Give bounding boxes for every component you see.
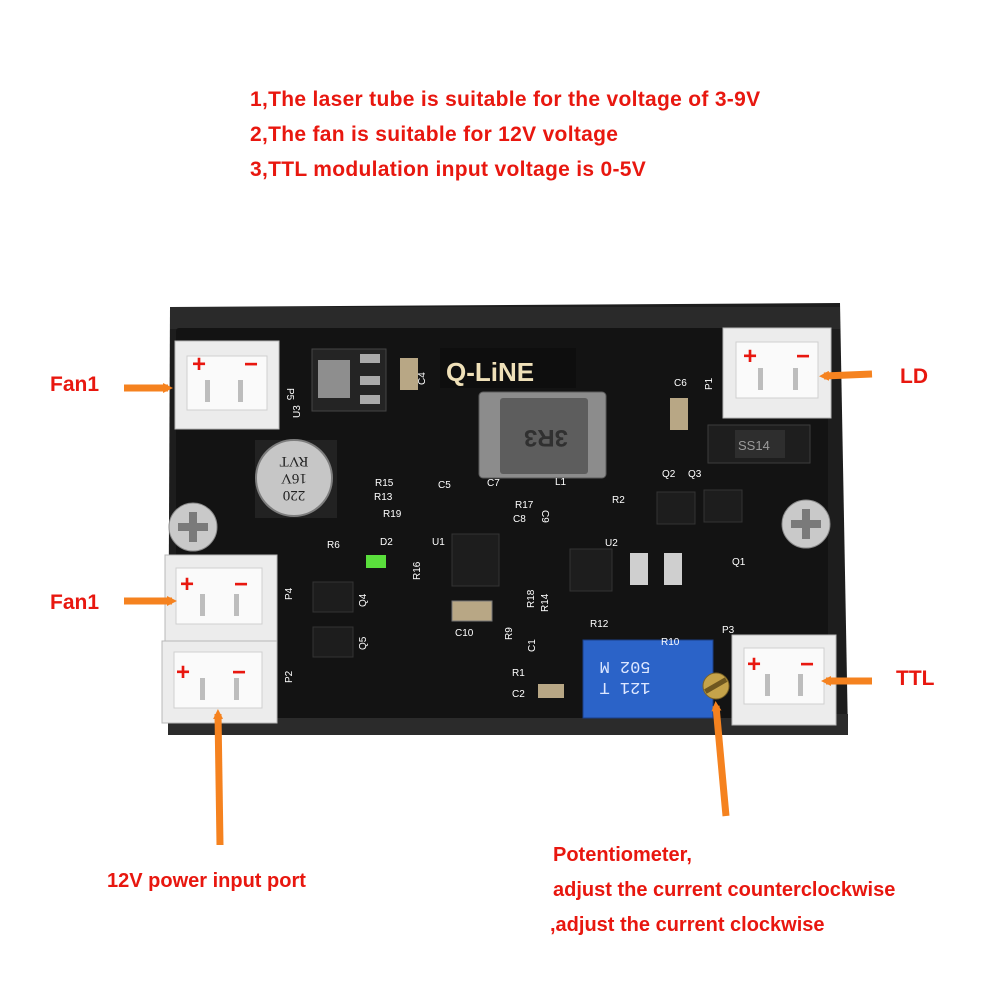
label-potentiometer-title: Potentiometer, xyxy=(553,844,692,866)
arrow-power xyxy=(213,709,224,846)
svg-text:−: − xyxy=(244,351,258,378)
svg-text:Q-LiNE: Q-LiNE xyxy=(446,357,534,387)
transistor-q3 xyxy=(703,489,743,523)
silkscreen-r2: R2 xyxy=(612,495,625,506)
label-ld: LD xyxy=(900,365,928,388)
silkscreen-r16: R16 xyxy=(412,561,423,580)
resistor-r10 xyxy=(630,553,648,585)
pcb xyxy=(176,328,828,718)
silkscreen-u2: U2 xyxy=(605,538,618,549)
silkscreen-r6: R6 xyxy=(327,540,340,551)
silkscreen-u1: U1 xyxy=(432,537,445,548)
label-fan1-mid: Fan1 xyxy=(50,591,100,614)
capacitor-c6 xyxy=(670,398,688,430)
silkscreen-q4: Q4 xyxy=(358,593,369,607)
label-ttl: TTL xyxy=(896,667,935,690)
capacitor-c4 xyxy=(400,358,418,390)
silkscreen-c9: C9 xyxy=(539,510,550,523)
silkscreen-c4: C4 xyxy=(417,372,428,385)
capacitor-c10 xyxy=(451,600,493,622)
svg-text:3R3: 3R3 xyxy=(524,424,568,451)
chip-u2 xyxy=(569,548,613,592)
silkscreen-r1: R1 xyxy=(512,668,525,679)
chip-u1 xyxy=(451,533,500,587)
silkscreen-r15: R15 xyxy=(375,478,394,489)
svg-text:220: 220 xyxy=(283,487,306,503)
silkscreen-q3: Q3 xyxy=(688,469,702,480)
silkscreen-r14: R14 xyxy=(540,593,551,612)
note-fan-voltage: 2,The fan is suitable for 12V voltage xyxy=(250,123,619,146)
svg-text:+: + xyxy=(743,343,757,370)
screw-right xyxy=(781,499,831,549)
silkscreen-c1: C1 xyxy=(527,639,538,652)
q-line-logo: Q-LiNE xyxy=(440,348,576,388)
svg-text:SS14: SS14 xyxy=(738,438,770,453)
note-ttl-voltage: 3,TTL modulation input voltage is 0-5V xyxy=(250,158,647,181)
note-laser-voltage: 1,The laser tube is suitable for the vol… xyxy=(250,88,761,111)
connector-p2-power: + − xyxy=(161,640,278,724)
connector-p4-fan1-mid: + − xyxy=(164,554,278,644)
silkscreen-p1: P1 xyxy=(704,377,715,390)
connector-p5-fan1-top: + − xyxy=(174,340,280,430)
silkscreen-r12: R12 xyxy=(590,619,609,630)
silkscreen-p5: P5 xyxy=(284,388,295,401)
silkscreen-u3: U3 xyxy=(292,405,303,418)
arrow-ld xyxy=(819,370,873,381)
silkscreen-p3: P3 xyxy=(722,625,735,636)
label-potentiometer-cw: ,adjust the current clockwise xyxy=(550,914,825,936)
silkscreen-r18: R18 xyxy=(526,589,537,608)
silkscreen-c7: C7 xyxy=(487,478,500,489)
resistor-r11 xyxy=(664,553,682,585)
silkscreen-r10: R10 xyxy=(661,637,680,648)
silkscreen-p2: P2 xyxy=(284,670,295,683)
silkscreen-p4: P4 xyxy=(284,587,295,600)
inductor-l1: 3R3 xyxy=(478,391,607,479)
silkscreen-r17: R17 xyxy=(515,500,534,511)
label-potentiometer-ccw: adjust the current counterclockwise xyxy=(553,879,896,901)
label-power-input: 12V power input port xyxy=(107,870,306,892)
svg-text:−: − xyxy=(232,659,246,686)
silkscreen-c5: C5 xyxy=(438,480,451,491)
silkscreen-r9: R9 xyxy=(504,627,515,640)
potentiometer: 121 T 502 M xyxy=(582,639,730,719)
silkscreen-q2: Q2 xyxy=(662,469,676,480)
label-fan1-top: Fan1 xyxy=(50,373,100,396)
svg-text:RVT: RVT xyxy=(280,453,309,469)
svg-text:+: + xyxy=(176,659,190,686)
svg-text:+: + xyxy=(192,351,206,378)
regulator-u3 xyxy=(311,348,387,412)
silkscreen-c10: C10 xyxy=(455,628,474,639)
transistor-q2 xyxy=(656,491,696,525)
svg-text:−: − xyxy=(800,651,814,678)
connector-p3-ttl: + − xyxy=(731,634,837,726)
diode-ss14: SS14 xyxy=(707,424,811,464)
connector-p1-ld: + − xyxy=(722,327,832,419)
svg-text:+: + xyxy=(747,651,761,678)
svg-text:+: + xyxy=(180,571,194,598)
silkscreen-q1: Q1 xyxy=(732,557,746,568)
silkscreen-r19: R19 xyxy=(383,509,402,520)
silkscreen-q5: Q5 xyxy=(358,636,369,650)
silkscreen-l1: L1 xyxy=(555,477,567,488)
screw-left xyxy=(168,502,218,552)
electrolytic-capacitor: 220 16V RVT xyxy=(255,439,337,518)
capacitor-c2 xyxy=(538,684,564,698)
svg-text:121 T: 121 T xyxy=(599,677,650,696)
transistor-q4 xyxy=(312,581,354,613)
silkscreen-d2: D2 xyxy=(380,537,393,548)
led-d2 xyxy=(366,555,386,568)
svg-text:−: − xyxy=(796,343,810,370)
transistor-q5 xyxy=(312,626,354,658)
svg-text:−: − xyxy=(234,571,248,598)
silkscreen-c8: C8 xyxy=(513,514,526,525)
silkscreen-r13: R13 xyxy=(374,492,393,503)
svg-text:16V: 16V xyxy=(281,470,307,486)
silkscreen-c2: C2 xyxy=(512,689,525,700)
silkscreen-c6: C6 xyxy=(674,378,687,389)
arrow-potentiometer xyxy=(711,701,730,817)
svg-text:502 M: 502 M xyxy=(599,656,650,675)
